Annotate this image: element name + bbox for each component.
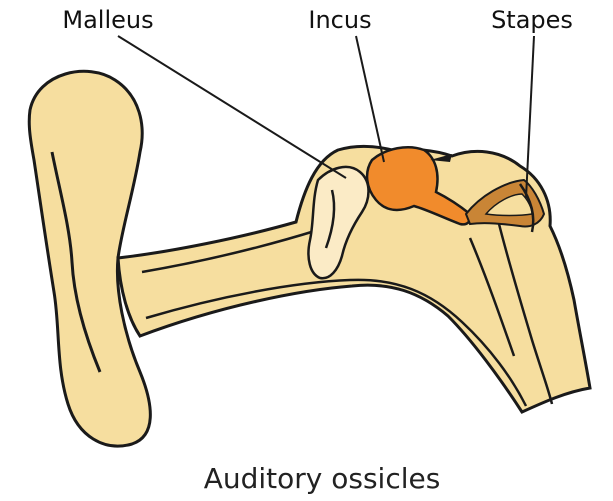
stapes-shape <box>464 178 546 233</box>
canal-upper-line <box>141 228 319 274</box>
malleus-shape <box>307 165 370 280</box>
cochlea-line <box>496 219 554 405</box>
stapes-label: Stapes <box>491 6 573 34</box>
incus-leader <box>355 35 385 163</box>
stapes-leader <box>525 35 535 199</box>
pinna-shape <box>27 69 152 448</box>
diagram-caption: Auditory ossicles <box>204 462 441 495</box>
canal-lower-line <box>145 278 528 407</box>
malleus-label: Malleus <box>62 6 153 34</box>
incus-notch <box>430 154 452 162</box>
malleus-handle <box>324 189 336 249</box>
incus-label: Incus <box>308 6 371 34</box>
pinna-fold <box>50 151 102 373</box>
cochlea-line-2 <box>468 237 516 357</box>
malleus-leader <box>117 35 347 179</box>
